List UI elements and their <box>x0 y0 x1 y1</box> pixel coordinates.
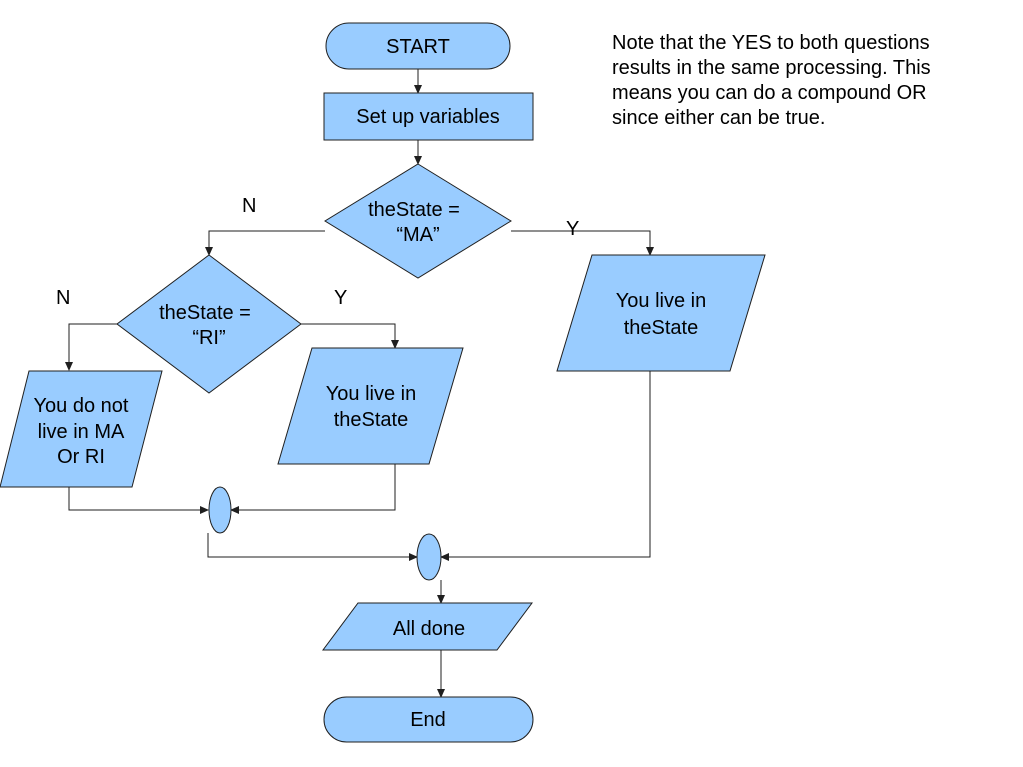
merge-connector-1 <box>208 486 232 534</box>
output-not-live: You do not live in MA Or RI <box>0 370 163 488</box>
decision-ma: theState = “MA” <box>324 163 512 279</box>
edge-merge1-to-merge2 <box>207 533 418 561</box>
live-ri-line1: You live in <box>326 383 416 405</box>
edge-label-ri-yes: Y <box>334 287 347 309</box>
decision-ri-line1: theState = <box>159 302 251 324</box>
edge-live-ma-to-merge2 <box>440 371 651 561</box>
not-live-line1: You do not <box>34 395 129 417</box>
edge-live-ri-to-merge1 <box>230 464 396 514</box>
not-live-line2: live in MA <box>38 421 125 443</box>
all-done-output: All done <box>322 602 533 651</box>
merge-connector-2 <box>416 533 442 581</box>
edge-ma-yes <box>511 230 654 256</box>
output-live-ri: You live in theState <box>277 347 464 465</box>
all-done-label: All done <box>393 618 465 640</box>
edge-ri-no <box>65 323 117 371</box>
edge-label-ma-no: N <box>242 195 256 217</box>
live-ma-line2: theState <box>624 317 699 339</box>
decision-ri: theState = “RI” <box>116 254 302 394</box>
decision-ri-line2: “RI” <box>192 327 225 349</box>
start-label: START <box>386 36 450 58</box>
end-label: End <box>410 709 446 731</box>
output-live-ma: You live in theState <box>556 254 766 372</box>
setup-process: Set up variables <box>323 92 534 141</box>
decision-ma-line2: “MA” <box>396 224 439 246</box>
edge-ma-no <box>205 230 325 256</box>
note-text: Note that the YES to both questions resu… <box>612 32 931 129</box>
not-live-line3: Or RI <box>57 446 105 468</box>
edge-not-live-to-merge1 <box>68 487 209 514</box>
edge-label-ri-no: N <box>56 287 70 309</box>
decision-ma-line1: theState = <box>368 199 460 221</box>
start-terminator: START <box>325 22 511 70</box>
edge-label-ma-yes: Y <box>566 218 579 240</box>
connectors <box>65 69 654 698</box>
setup-label: Set up variables <box>356 106 499 128</box>
live-ma-line1: You live in <box>616 290 706 312</box>
live-ri-line2: theState <box>334 409 409 431</box>
end-terminator: End <box>323 696 534 743</box>
edge-ri-yes <box>301 323 399 349</box>
